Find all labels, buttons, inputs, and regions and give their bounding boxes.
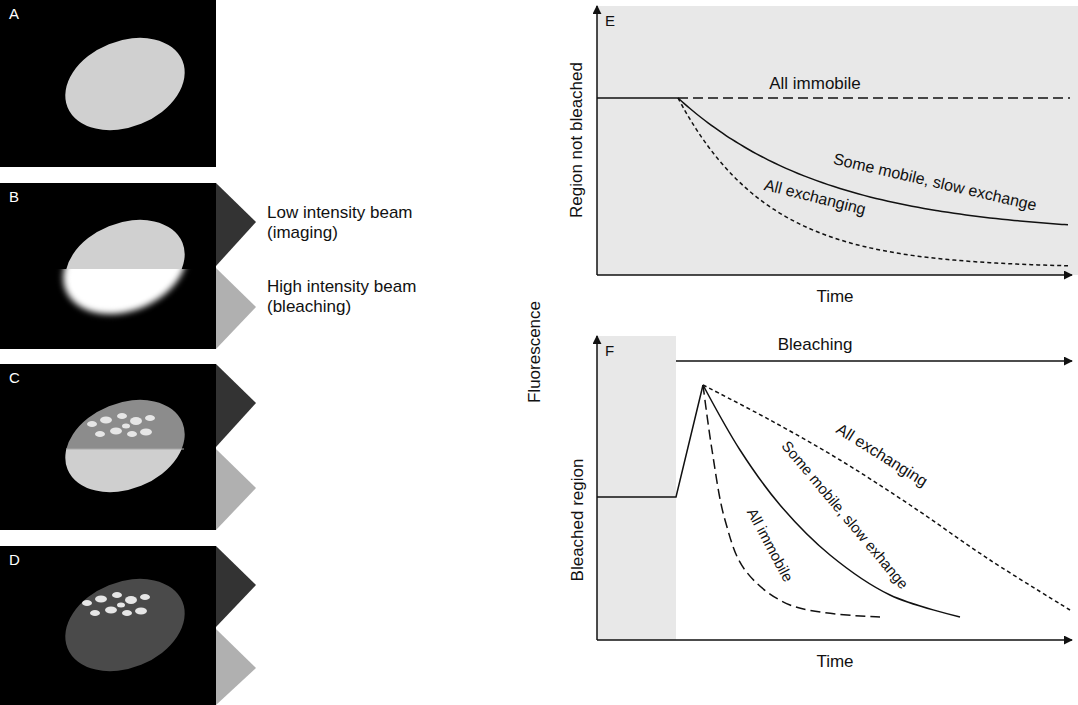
bleaching-arrow xyxy=(676,360,1072,362)
fluorescent-spots xyxy=(87,413,155,437)
spot xyxy=(127,431,137,437)
beam-label: High intensity beam (bleaching) xyxy=(267,277,452,318)
plot-background xyxy=(597,6,1078,275)
curve-label: All exchanging xyxy=(833,419,931,490)
bleached-region xyxy=(49,269,201,332)
bleaching-beam xyxy=(216,629,256,705)
immobile-curve xyxy=(703,385,880,617)
spot xyxy=(122,424,130,429)
imaging-beam xyxy=(216,546,256,627)
curve-label: All immobile xyxy=(743,505,797,585)
spot xyxy=(130,417,142,425)
spot xyxy=(90,610,100,616)
arrow-label: Bleaching xyxy=(778,335,853,355)
curve-label: All immobile xyxy=(769,74,861,94)
spot xyxy=(105,607,117,614)
plot-background xyxy=(597,336,676,640)
spot xyxy=(125,596,137,604)
slow-exchange-curve xyxy=(678,98,1068,225)
panel: C xyxy=(0,364,216,530)
cell xyxy=(51,203,198,269)
spot xyxy=(145,415,155,421)
panel-background xyxy=(0,546,216,705)
axis-label: Time xyxy=(816,287,853,307)
spot xyxy=(140,594,150,600)
panel-letter: C xyxy=(0,364,29,391)
spot xyxy=(87,421,97,427)
panel: A xyxy=(0,0,216,167)
axis-title: Fluorescence xyxy=(525,301,545,403)
x-axis xyxy=(597,274,1072,276)
spot xyxy=(117,603,125,608)
panel-letter: B xyxy=(0,183,28,210)
slow-exchange-curve xyxy=(703,385,960,617)
axis-label: Region not bleached xyxy=(567,62,587,218)
y-axis xyxy=(596,6,598,275)
bleach-boundary xyxy=(66,449,184,450)
x-axis xyxy=(597,639,1072,641)
panel-letter: A xyxy=(0,0,28,27)
y-axis xyxy=(596,336,598,640)
cell xyxy=(51,21,198,147)
exchanging-curve xyxy=(703,385,1070,610)
spot xyxy=(135,608,147,615)
spot xyxy=(95,431,105,437)
imaging-beam xyxy=(216,183,256,266)
bleaching-beam xyxy=(216,449,256,530)
panel-letter: D xyxy=(0,546,29,573)
fluorescent-spots xyxy=(82,592,150,616)
panel-background xyxy=(0,364,216,530)
panel-background xyxy=(0,0,216,167)
axis-label: Time xyxy=(816,652,853,672)
bleaching-beam xyxy=(216,268,256,349)
bleached-region xyxy=(51,449,198,509)
cell xyxy=(51,383,198,449)
beam-label: Low intensity beam (imaging) xyxy=(267,203,452,244)
baseline xyxy=(597,385,703,497)
immobile-curve xyxy=(678,97,1070,99)
cell xyxy=(51,562,198,688)
spot xyxy=(95,596,107,603)
spot xyxy=(100,417,112,424)
spot xyxy=(110,428,122,435)
spot xyxy=(117,413,127,419)
panel-background xyxy=(0,183,216,349)
axis-label: Bleached region xyxy=(568,459,588,582)
spot xyxy=(140,429,152,436)
spot xyxy=(122,610,132,616)
panel-letter: F xyxy=(605,342,614,360)
exchanging-curve xyxy=(678,98,1068,266)
imaging-beam xyxy=(216,364,256,447)
panel-letter: E xyxy=(605,12,615,30)
baseline xyxy=(597,97,678,99)
spot xyxy=(82,600,92,606)
spot xyxy=(112,592,122,598)
panel: D xyxy=(0,546,216,705)
panel: B xyxy=(0,183,216,349)
